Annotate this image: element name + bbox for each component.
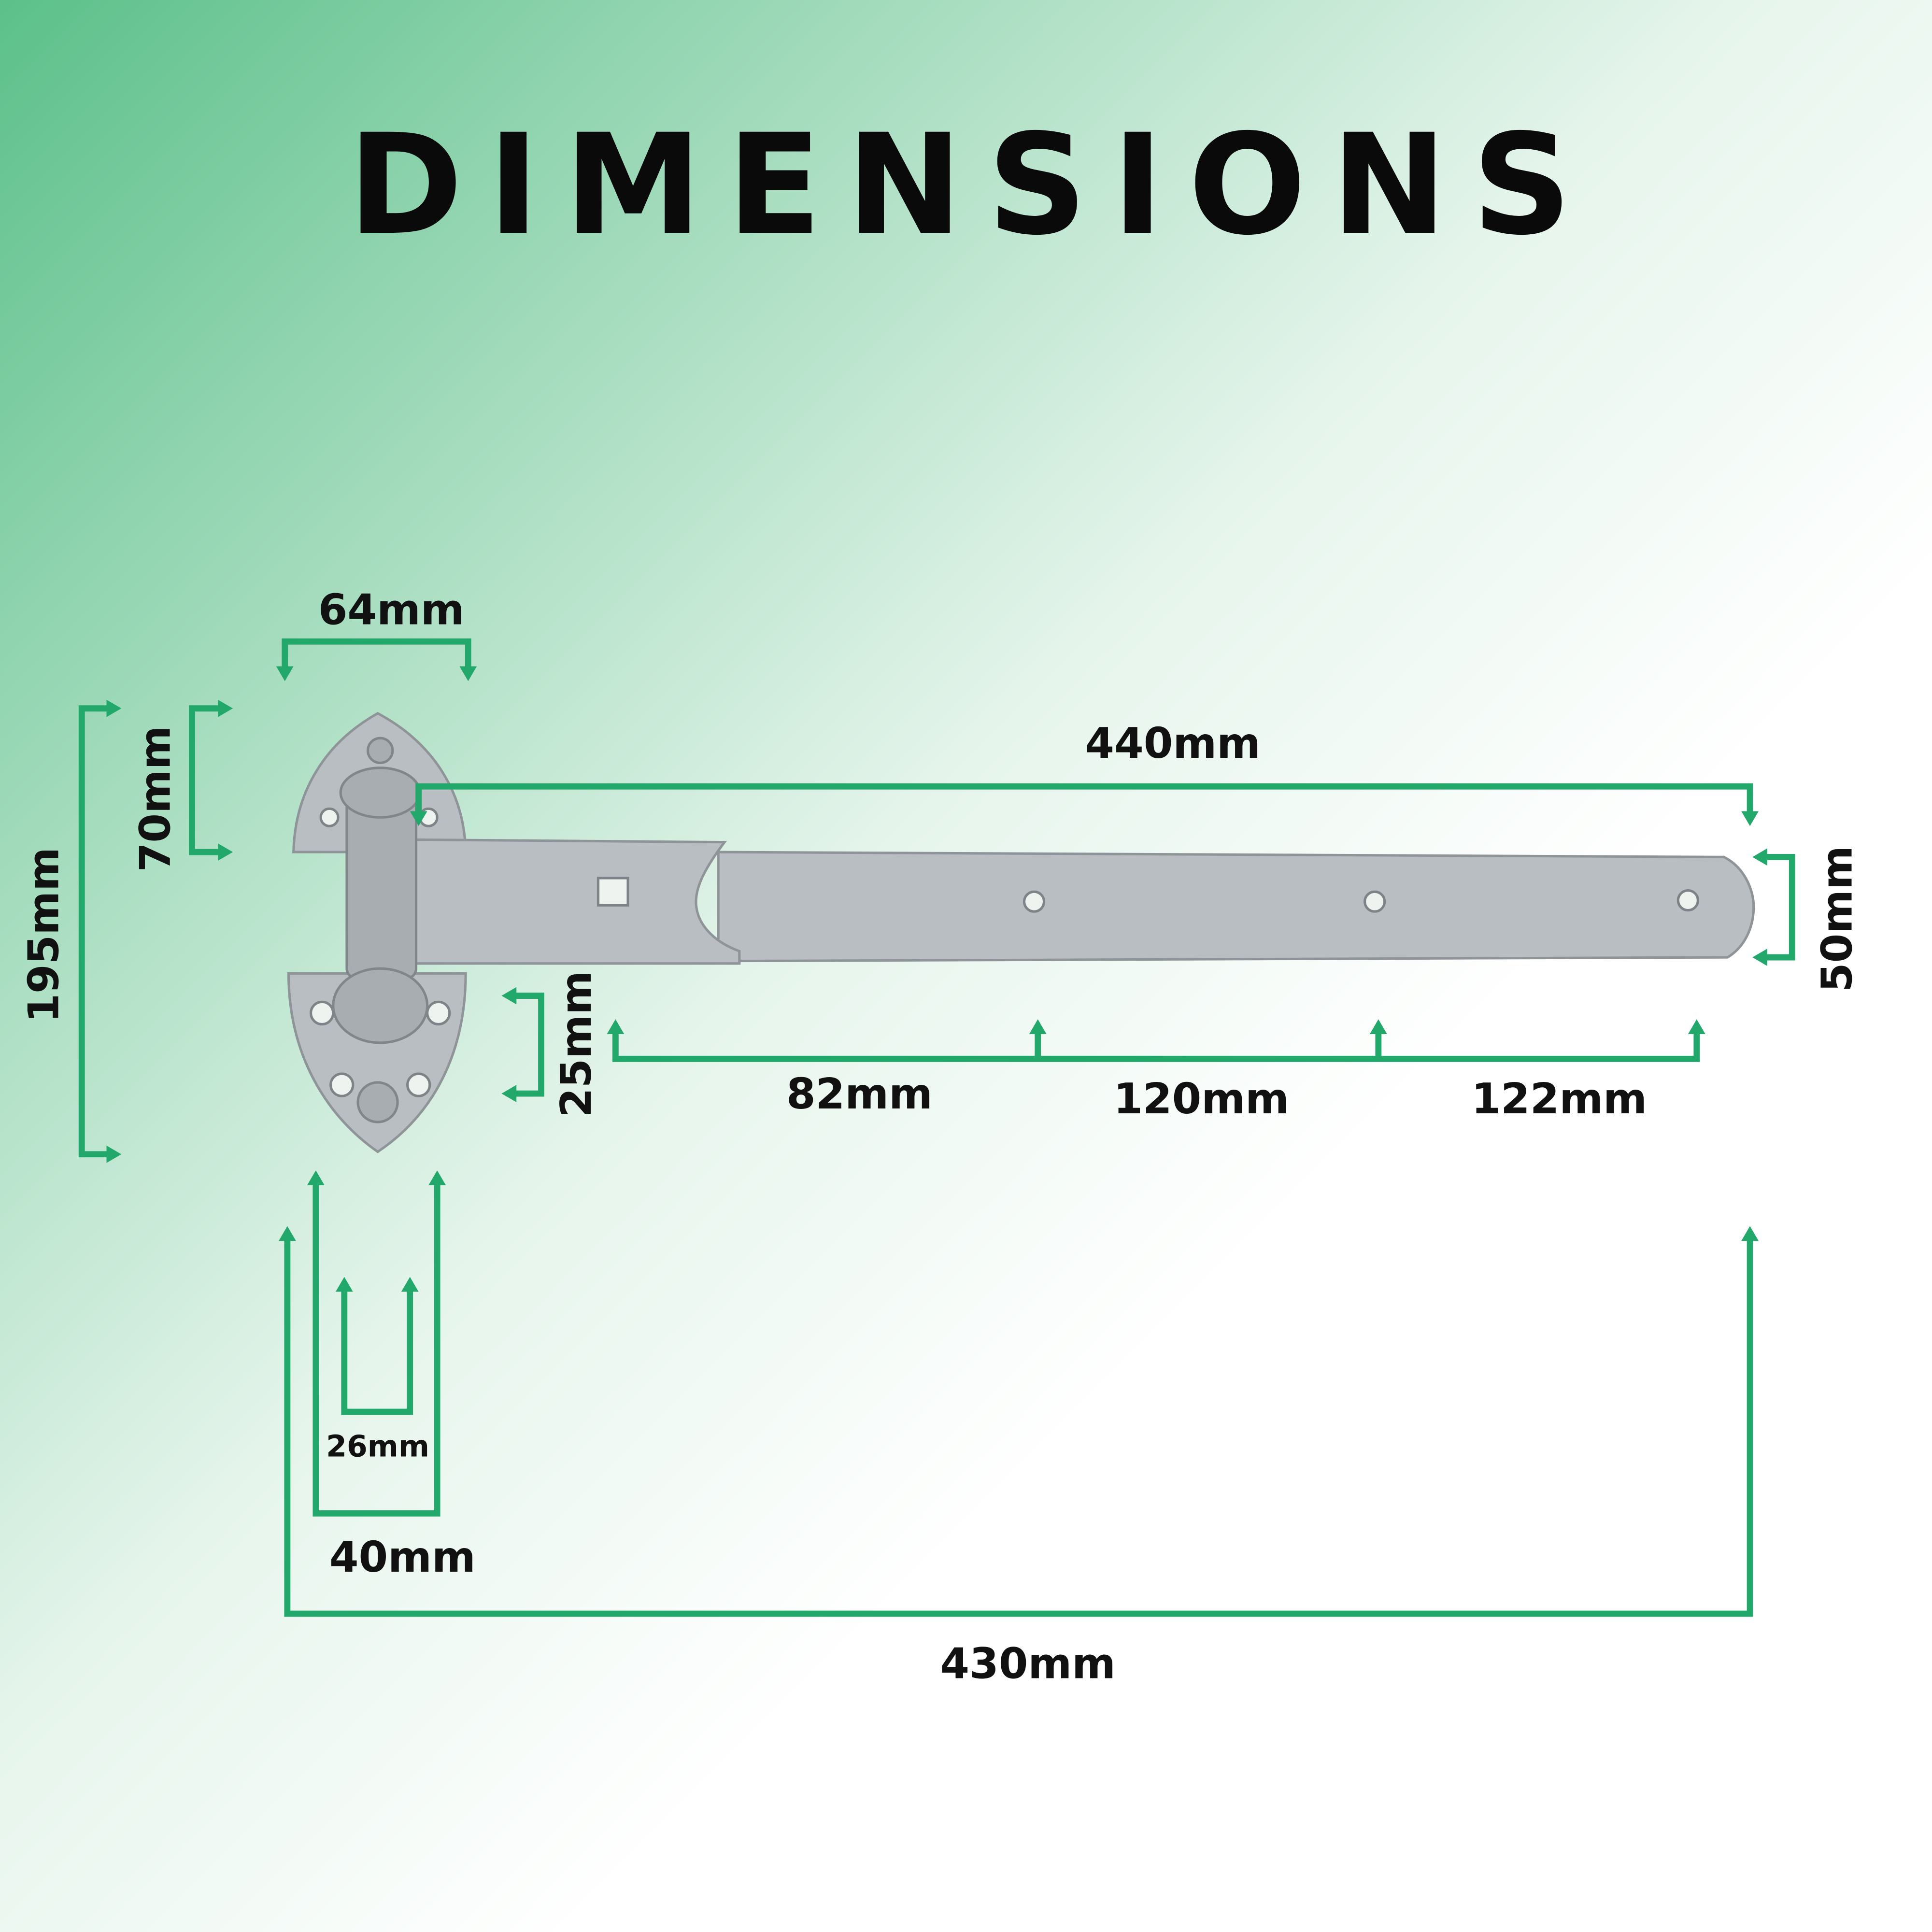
strap-hole: [1676, 889, 1699, 912]
barrel: [345, 791, 418, 980]
label-hole-spacing-1: 82mm: [786, 1069, 933, 1119]
label-overall-length: 430mm: [940, 1639, 1116, 1688]
strap-plate: [413, 838, 741, 965]
strap-hole: [1023, 890, 1046, 913]
label-strap-width: 50mm: [1812, 846, 1861, 992]
strap: [717, 851, 1755, 963]
dimension-lines: [78, 638, 1795, 1617]
label-upper-leaf-height: 70mm: [130, 725, 180, 872]
label-hole-spacing-3: 122mm: [1471, 1074, 1647, 1123]
label-plate-width: 64mm: [318, 585, 465, 634]
page-title: DIMENSIONS: [348, 104, 1596, 266]
label-barrel-width: 40mm: [329, 1533, 476, 1582]
label-hole-spacing-2: 120mm: [1113, 1074, 1289, 1123]
label-offset: 25mm: [552, 971, 601, 1117]
strap-hole: [1364, 890, 1386, 913]
label-pin-diameter: 26mm: [326, 1429, 429, 1463]
label-strap-length: 440mm: [1085, 719, 1261, 768]
label-total-height: 195mm: [19, 847, 69, 1023]
